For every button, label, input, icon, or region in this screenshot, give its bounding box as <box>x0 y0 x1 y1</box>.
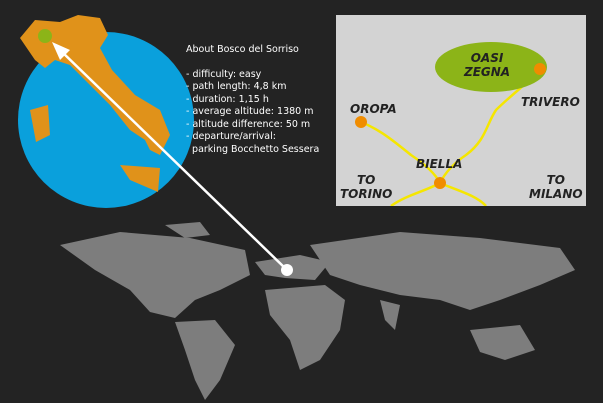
info-item: - average altitude: 1380 m <box>186 106 314 117</box>
world-continents <box>60 222 575 400</box>
info-item: - path length: 4,8 km <box>186 81 287 92</box>
info-item: - duration: 1,15 h <box>186 93 269 105</box>
oasi-zegna-area <box>435 42 547 92</box>
info-item: - difficulty: easy <box>186 68 262 80</box>
info-item: parking Bocchetto Sessera <box>186 143 320 155</box>
info-title: About Bosco del Sorriso <box>186 44 299 55</box>
italy-shape <box>20 15 170 192</box>
globe <box>18 32 194 208</box>
label-oasi: OASI <box>470 51 504 65</box>
label-to: TO <box>356 173 376 187</box>
label-trivero: TRIVERO <box>521 95 580 109</box>
label-biella: BIELLA <box>416 157 463 171</box>
label-to: TO <box>546 173 565 187</box>
location-marker-italy <box>38 29 52 43</box>
marker-oropa <box>355 116 367 128</box>
info-item: - departure/arrival: <box>186 131 276 142</box>
label-milano: MILANO <box>529 187 583 201</box>
marker-trivero <box>534 63 546 75</box>
location-marker-world <box>281 264 293 276</box>
trail-info: About Bosco del Sorriso - difficulty: ea… <box>186 44 319 156</box>
local-map-graphic <box>355 42 547 206</box>
marker-biella <box>434 177 446 189</box>
arrow-head <box>52 42 70 60</box>
label-torino: TORINO <box>340 187 393 201</box>
info-item: - altitude difference: 50 m <box>186 118 311 130</box>
pointer-line <box>59 49 288 271</box>
label-oropa: OROPA <box>350 102 397 116</box>
label-zegna: ZEGNA <box>464 65 511 79</box>
